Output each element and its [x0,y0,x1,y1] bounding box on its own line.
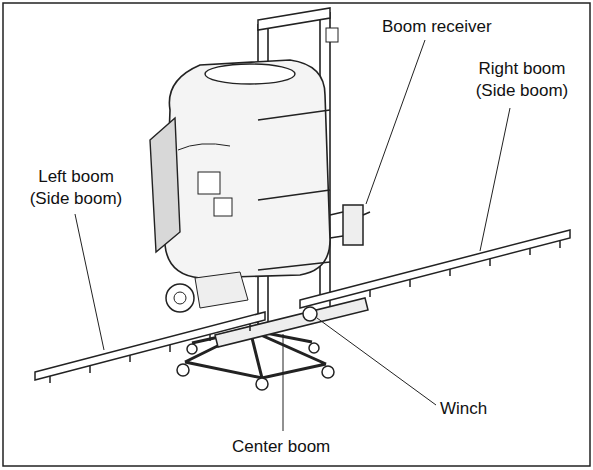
leader-line [317,318,436,405]
label-slot: Left boom (Side boom) [20,166,132,210]
right-boom [300,230,570,308]
mast-top-bar [258,8,330,30]
left-boom [35,312,265,380]
leader-line [480,108,510,251]
pump-hub [174,292,186,304]
part-label: Boom receiver [382,16,492,38]
label-slot: Boom receiver [382,16,492,38]
tank-decal [214,198,232,216]
tank-front-panel [150,118,180,252]
part-label: Center boom [232,436,330,458]
boom-receiver [343,205,363,245]
pump-wheel [166,284,194,312]
caster-wheel [177,364,189,376]
part-label: Winch [440,398,487,420]
spray-nozzle [50,241,560,383]
receiver-bracket [330,212,370,238]
caster-wheel [187,344,197,354]
tank-decal [198,172,220,194]
caster-wheel [322,366,334,378]
pump-frame [195,272,248,308]
tank-rib [178,144,230,150]
tank-body [165,60,330,278]
winch [303,307,317,321]
caster-wheel [309,343,319,353]
mast-clamp [326,28,338,42]
label-slot: Winch [440,398,487,420]
label-slot: Center boom [232,436,330,458]
center-boom [215,298,368,347]
leader-line [283,334,284,431]
part-label: Left boom (Side boom) [20,166,132,210]
leader-line [75,214,104,350]
tank-lid [205,64,295,84]
part-label: Right boom (Side boom) [466,58,578,102]
frame-border [3,3,590,466]
label-slot: Right boom (Side boom) [466,58,578,102]
leader-line [366,40,425,204]
mast-crossbar [258,110,330,270]
caster-wheel [256,378,268,390]
